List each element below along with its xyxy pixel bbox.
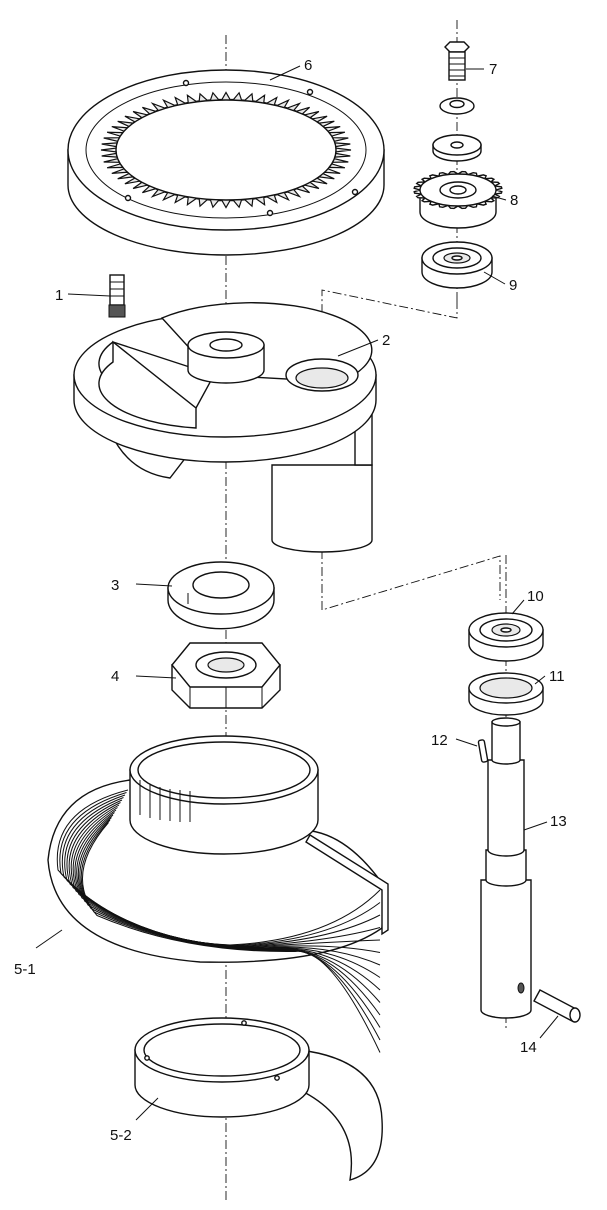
callout-6: 6 — [304, 57, 312, 74]
lock-washer — [167, 561, 275, 630]
cap-screw — [108, 274, 126, 318]
callout-4: 4 — [111, 668, 119, 685]
spiral-chute — [47, 735, 389, 1053]
callout-7: 7 — [489, 61, 497, 78]
callout-5-1: 5-1 — [14, 961, 36, 978]
lock-washer-small — [439, 97, 475, 115]
spiral-line — [80, 819, 381, 1041]
alignment-line-lower — [321, 550, 501, 611]
bearing-lower — [468, 612, 544, 662]
callout-3: 3 — [111, 577, 119, 594]
housing-plate — [73, 302, 377, 553]
spiral-line — [82, 822, 381, 1053]
spiral-line — [79, 817, 381, 1028]
callout-5-2: 5-2 — [110, 1127, 132, 1144]
leader-lines — [35, 65, 559, 1121]
seal — [468, 672, 544, 716]
bolt-7 — [444, 41, 470, 81]
bearing-upper — [421, 241, 493, 289]
callout-14: 14 — [520, 1039, 537, 1056]
lower-chute — [134, 1017, 383, 1181]
callout-10: 10 — [527, 588, 544, 605]
pin — [533, 989, 581, 1023]
key — [477, 739, 489, 763]
hex-nut — [171, 642, 281, 709]
callout-11: 11 — [549, 668, 565, 685]
callout-1: 1 — [55, 287, 63, 304]
callout-12: 12 — [431, 732, 448, 749]
callout-2: 2 — [382, 332, 390, 349]
spur-gear — [413, 170, 503, 229]
callout-13: 13 — [550, 813, 567, 830]
shaft — [480, 717, 532, 1019]
callout-8: 8 — [510, 192, 518, 209]
flat-washer — [432, 134, 482, 162]
callout-9: 9 — [509, 277, 517, 294]
ring-gear — [67, 69, 385, 256]
